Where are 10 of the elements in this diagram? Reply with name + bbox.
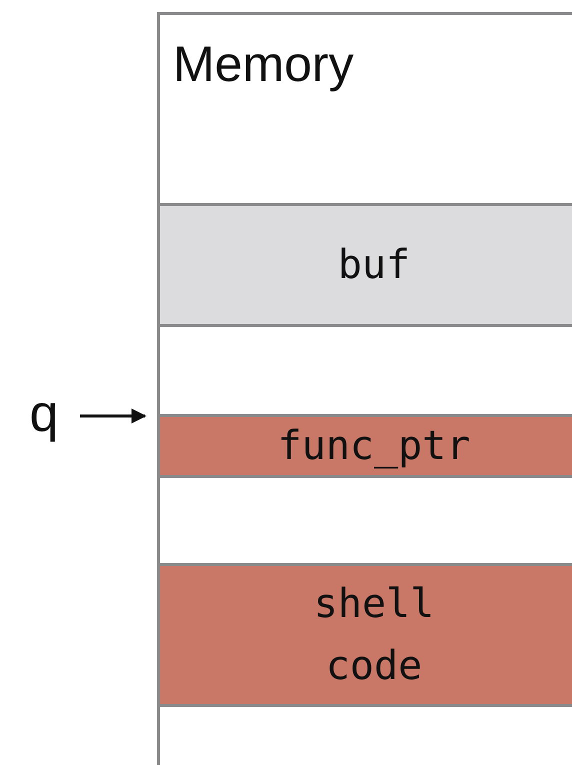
memory-block [160, 563, 572, 707]
pointer-label: q [22, 382, 66, 446]
region-title: Memory [173, 35, 354, 93]
block-label: func_ptr [276, 422, 472, 471]
block-label: buf [336, 241, 412, 290]
memory-region [157, 12, 572, 765]
memory-block [160, 414, 572, 478]
block-label: shell code [312, 580, 436, 691]
memory-block [160, 203, 572, 327]
arrow [80, 408, 146, 424]
